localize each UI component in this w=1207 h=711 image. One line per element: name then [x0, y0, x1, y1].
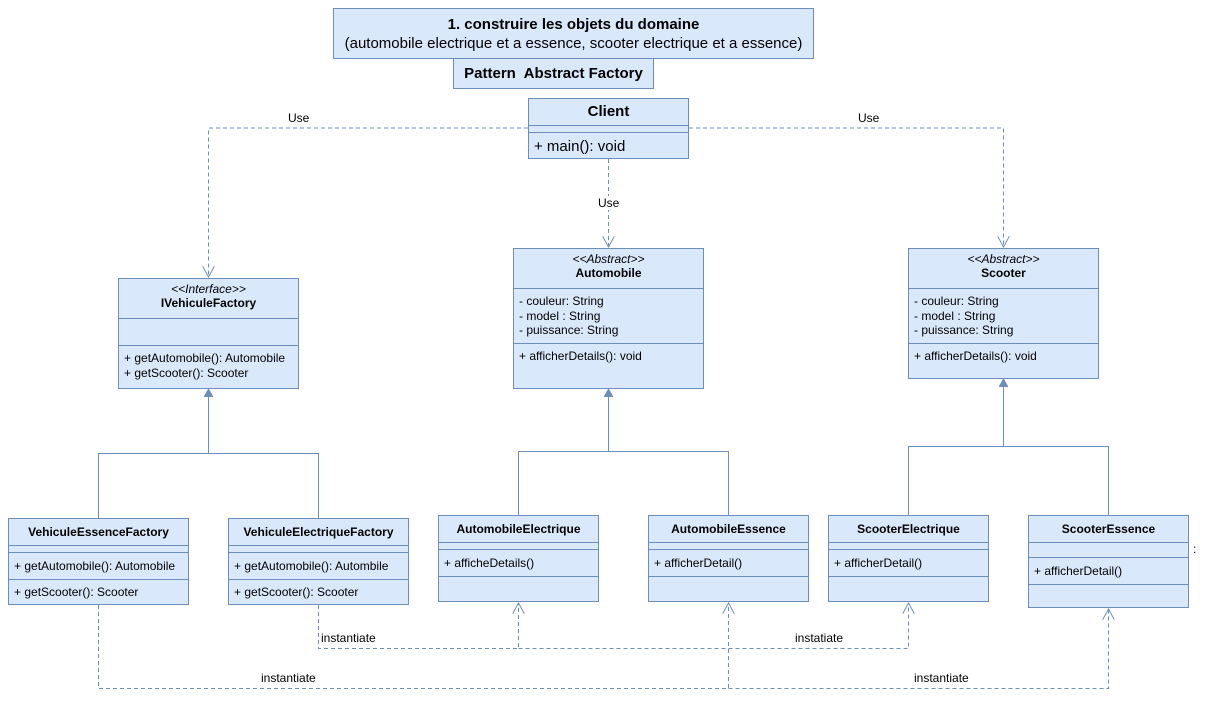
instantiate-edge-essence-scooter	[728, 609, 1109, 689]
class-name: Automobile	[575, 266, 642, 280]
attribute: - model : String	[914, 308, 996, 323]
method: + getAutomobile(): Automobile	[124, 351, 286, 365]
edge-label-instantiate: instantiate	[321, 631, 376, 645]
class-name: ScooterElectrique	[857, 522, 960, 536]
extra-compartment	[649, 576, 808, 577]
attributes-compartment	[9, 545, 188, 552]
class-vehiculeessencefactory[interactable]: VehiculeEssenceFactory + getAutomobile()…	[8, 518, 189, 605]
edge-label-instantiate: instantiate	[261, 671, 316, 685]
class-scooter[interactable]: <<Abstract>> Scooter - couleur: String -…	[908, 248, 1099, 379]
edge-label-use: Use	[858, 111, 880, 125]
realize-edge-vehiculeessencefactory	[98, 389, 209, 518]
class-client[interactable]: Client + main(): void	[528, 98, 689, 159]
attributes-compartment	[1029, 542, 1188, 557]
realize-edge-vehiculeelectriquefactory	[208, 453, 319, 518]
methods-compartment: + getAutomobile(): Automobile + getScoot…	[119, 345, 298, 380]
method: + afficheDetails()	[439, 549, 598, 576]
class-name: VehiculeElectriqueFactory	[243, 525, 394, 539]
attributes-compartment	[119, 318, 298, 345]
extra-compartment	[439, 576, 598, 577]
edge-label-use: Use	[288, 111, 310, 125]
class-ivehiculefactory[interactable]: <<Interface>> IVehiculeFactory + getAuto…	[118, 278, 299, 389]
methods-compartment: + afficherDetails(): void	[909, 343, 1098, 364]
extra-compartment	[829, 576, 988, 577]
instantiate-edge-electrique-scooter	[518, 603, 909, 649]
method: + afficherDetail()	[649, 549, 808, 576]
method: + afficherDetail()	[1029, 557, 1188, 584]
inherit-edge-automobileelectrique	[518, 389, 609, 515]
attributes-compartment: - couleur: String - model : String - pui…	[909, 288, 1098, 343]
instantiate-edge-electrique-automobile	[318, 603, 519, 649]
extra-compartment	[1029, 584, 1188, 585]
title-box: 1. construire les objets du domaine (aut…	[333, 8, 814, 59]
method: + getAutomobile(): Automobile	[9, 552, 188, 579]
edge-label-use: Use	[598, 196, 620, 210]
instantiate-edge-essence-automobile	[98, 603, 729, 689]
class-vehiculeelectriquefactory[interactable]: VehiculeElectriqueFactory + getAutomobil…	[228, 518, 409, 605]
stereotype: <<Abstract>>	[572, 252, 645, 266]
pattern-label: Pattern Abstract Factory	[464, 65, 643, 82]
class-scooteressence[interactable]: ScooterEssence + afficherDetail()	[1028, 515, 1189, 608]
attributes-compartment	[529, 125, 688, 132]
class-name: AutomobileElectrique	[456, 522, 581, 536]
attributes-compartment	[829, 542, 988, 549]
class-name: IVehiculeFactory	[160, 296, 257, 310]
stereotype: <<Abstract>>	[967, 252, 1040, 266]
title-line-2: (automobile electrique et a essence, sco…	[344, 35, 803, 52]
method: + afficherDetails(): void	[519, 349, 642, 363]
stray-colon-mark: :	[1193, 542, 1197, 556]
attribute: - model : String	[519, 308, 601, 323]
method: + main(): void	[534, 138, 626, 155]
class-automobile[interactable]: <<Abstract>> Automobile - couleur: Strin…	[513, 248, 704, 389]
title-line-1: 1. construire les objets du domaine	[447, 16, 700, 33]
attribute: - puissance: String	[914, 323, 1014, 337]
class-name: Client	[587, 103, 630, 120]
class-automobileessence[interactable]: AutomobileEssence + afficherDetail()	[648, 515, 809, 602]
class-name: Scooter	[981, 266, 1026, 280]
attribute: - couleur: String	[519, 294, 604, 308]
class-scooterelectrique[interactable]: ScooterElectrique + afficherDetail()	[828, 515, 989, 602]
attribute: - couleur: String	[914, 294, 999, 308]
method: + getScooter(): Scooter	[124, 365, 249, 380]
edge-label-instantiate: instatiate	[795, 631, 844, 645]
methods-compartment: + afficherDetails(): void	[514, 343, 703, 364]
pattern-label-box: Pattern Abstract Factory	[453, 58, 654, 89]
use-edge-scooter	[689, 127, 1004, 247]
attribute: - puissance: String	[519, 323, 619, 337]
class-name: VehiculeEssenceFactory	[28, 525, 169, 539]
method: + getAutomobile(): Autombile	[229, 552, 408, 579]
attributes-compartment: - couleur: String - model : String - pui…	[514, 288, 703, 343]
class-automobileelectrique[interactable]: AutomobileElectrique + afficheDetails()	[438, 515, 599, 602]
attributes-compartment	[649, 542, 808, 549]
attributes-compartment	[229, 545, 408, 552]
edge-label-instantiate: instantiate	[914, 671, 969, 685]
stereotype: <<Interface>>	[171, 282, 246, 296]
inherit-edge-scooterelectrique	[908, 379, 1004, 515]
methods-compartment: + main(): void	[529, 132, 688, 161]
attributes-compartment	[439, 542, 598, 549]
method: + getScooter(): Scooter	[9, 579, 188, 605]
class-name: ScooterEssence	[1061, 522, 1156, 536]
inherit-edge-scooteressence	[1003, 446, 1109, 515]
inherit-edge-automobileessence	[608, 451, 729, 515]
class-name: AutomobileEssence	[671, 522, 786, 536]
method: + getScooter(): Scooter	[229, 579, 408, 605]
method: + afficherDetails(): void	[914, 349, 1037, 363]
method: + afficherDetail()	[829, 549, 988, 576]
use-edge-ivehiculefactory	[209, 127, 528, 277]
